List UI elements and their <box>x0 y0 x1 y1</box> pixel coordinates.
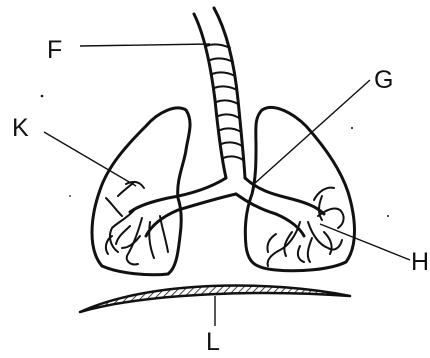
left-bronchioles <box>106 182 168 264</box>
label-l: L <box>206 328 220 356</box>
label-f: F <box>47 36 62 64</box>
label-g: G <box>374 66 393 94</box>
trachea <box>194 8 245 178</box>
label-k: K <box>12 114 29 142</box>
right-bronchioles <box>267 188 343 266</box>
leader-line-h <box>320 224 410 260</box>
bronchi <box>130 178 324 236</box>
label-h: H <box>411 248 429 276</box>
leader-line-f <box>80 44 210 46</box>
leader-line-k <box>44 132 136 186</box>
leader-line-g <box>254 80 370 184</box>
left-lung <box>92 108 190 275</box>
